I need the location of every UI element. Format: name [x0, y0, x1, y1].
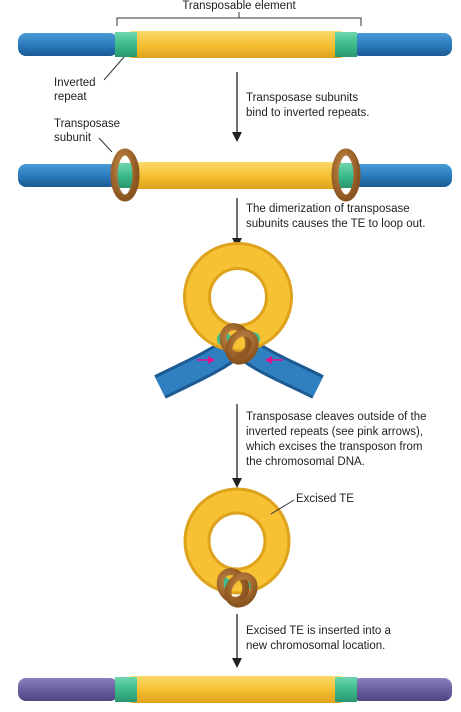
inserted-transposable-element [125, 676, 347, 703]
inverted-repeat-leader-line [103, 56, 125, 81]
transposase-dimer-subunit-2 [224, 572, 258, 608]
chromosome-row-1 [18, 31, 452, 58]
excised-transposon [183, 487, 291, 608]
inverted-repeat-left [115, 163, 137, 188]
chromosome-dna-right [352, 33, 452, 56]
step-arrow-4 [232, 614, 242, 668]
chromosome-dna-left [18, 164, 118, 187]
new-chromosome-row [18, 676, 452, 703]
transposase-subunit-leader-line [98, 137, 113, 153]
step-3-text-line-3: which excises the transposon from [245, 441, 422, 453]
looped-transposon [154, 242, 324, 399]
chromosome-dna-left [18, 33, 118, 56]
transposable-element-label: Transposable element [182, 0, 296, 12]
chromosome-row-2 [18, 148, 452, 202]
step-2-text-line-1: The dimerization of transposase [246, 203, 410, 215]
chromosome-dna-right [352, 164, 452, 187]
inverted-repeat-label: Inverted repeat [54, 56, 125, 103]
new-chromosome-dna-right [352, 678, 452, 701]
step-arrow-3 [232, 404, 242, 488]
transposable-element-body [125, 31, 347, 58]
step-1-text-line-2: bind to inverted repeats. [246, 107, 369, 119]
step-4-text-line-1: Excised TE is inserted into a [246, 625, 391, 637]
inverted-repeat-label-line-1: Inverted [54, 77, 96, 89]
transposase-subunit-right [331, 148, 361, 202]
cleavage-arrow-right [265, 356, 283, 364]
new-chromosome-dna-left [18, 678, 118, 701]
excised-te-label: Excised TE [296, 493, 354, 505]
inverted-repeat-left [115, 677, 137, 702]
inverted-repeat-right [335, 32, 357, 57]
step-arrow-2 [232, 198, 242, 248]
step-3-text-line-4: the chromosomal DNA. [246, 456, 365, 468]
cleavage-arrow-left [197, 356, 215, 364]
transposase-dimer-subunit-1 [216, 568, 250, 604]
excised-te-leader-line [270, 499, 295, 515]
step-4-text-line-2: new chromosomal location. [246, 640, 385, 652]
transposable-element-body [125, 162, 347, 189]
transposase-subunit-label-line-2: subunit [54, 132, 92, 144]
step-1-text-line-1: Transposase subunits [246, 92, 358, 104]
transposase-subunit-label: Transposase subunit [54, 118, 120, 153]
inverted-repeat-left [115, 32, 137, 57]
transposase-subunit-left [110, 148, 140, 202]
transposase-subunit-label-line-1: Transposase [54, 118, 120, 130]
step-3-text-line-1: Transposase cleaves outside of the [246, 411, 427, 423]
step-3-text-line-2: inverted repeats (see pink arrows), [246, 426, 423, 438]
transposable-element-bracket [116, 12, 362, 26]
inverted-repeat-right [335, 677, 357, 702]
transposase-dimer-subunit-2 [225, 329, 259, 365]
step-arrow-1 [232, 72, 242, 142]
step-2-text-line-2: subunits causes the TE to loop out. [246, 218, 425, 230]
inverted-repeat-right [335, 163, 357, 188]
inverted-repeat-label-line-2: repeat [54, 91, 87, 103]
